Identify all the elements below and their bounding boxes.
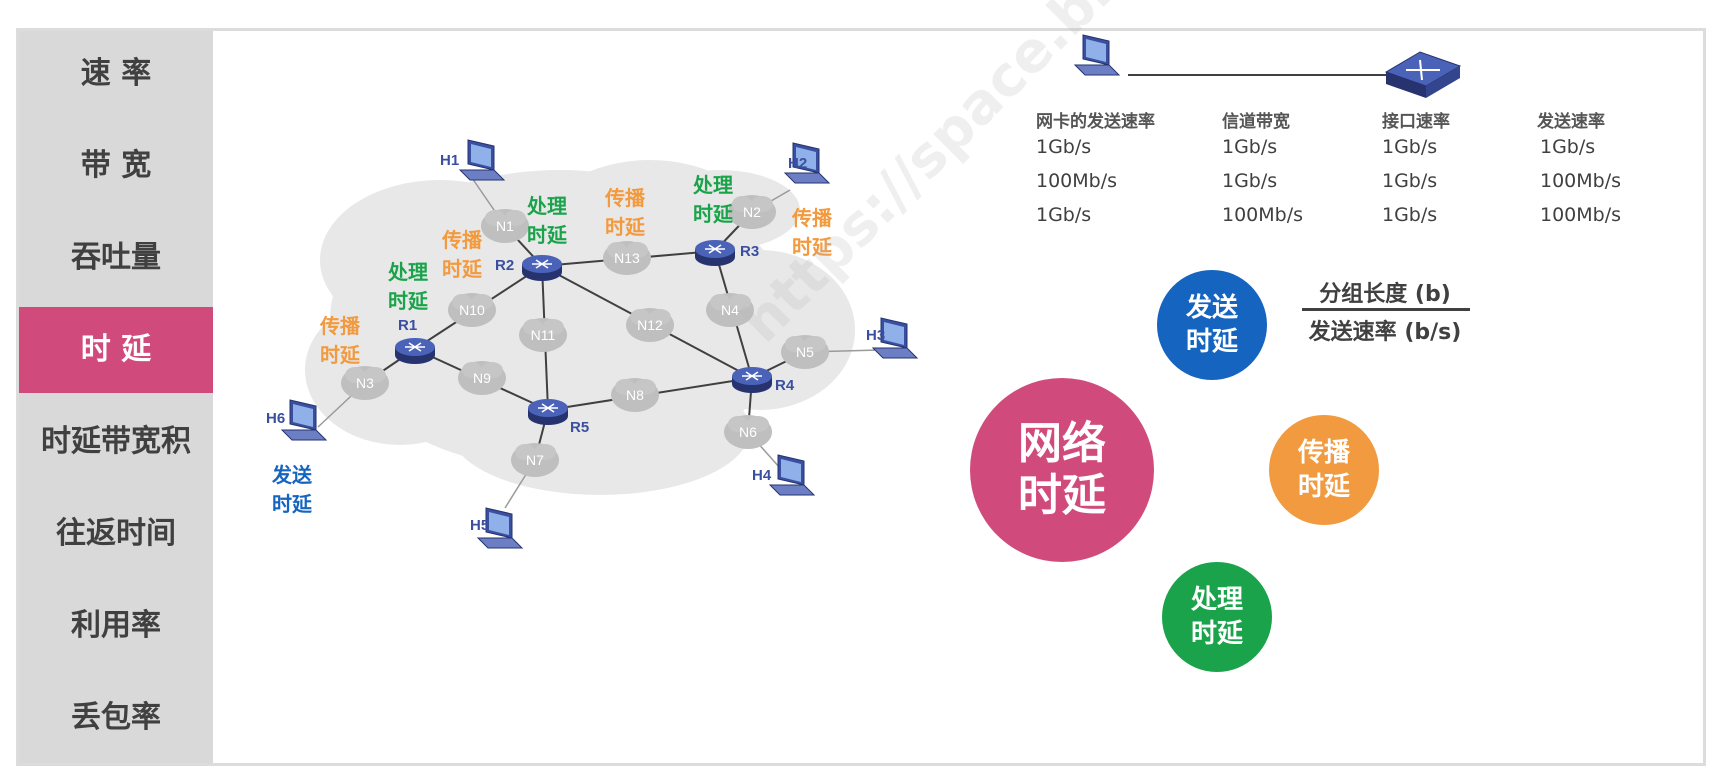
host-label-h4: H4 [752,467,772,484]
nic-switch-link [1074,34,1462,98]
host-label-h5: H5 [470,517,489,534]
formula-denominator: 发送速率 (b/s) [1308,320,1462,345]
label-propagation-n13-a: 传播 [604,187,646,210]
nic-laptop-icon [1074,34,1120,76]
table-cell: 1Gb/s [1222,170,1278,192]
table-cell: 1Gb/s [1222,136,1278,158]
sidebar-item-bandwidth[interactable]: 带 宽 [80,148,152,183]
network-delay-line1: 网络 [1018,418,1106,469]
processing-delay-line2: 时延 [1190,619,1243,649]
router-r3-icon [694,239,736,267]
table-cell: 100Mb/s [1036,170,1118,192]
table-header-send-rate: 发送速率 [1537,112,1605,132]
processing-delay-circle: 处理时延 [1162,562,1272,672]
transmission-delay-circle: 发送时延 [1157,270,1267,380]
label-processing-r1-a: 处理 [387,260,428,284]
router-r4-icon [731,366,773,394]
formula-fraction-bar [1302,308,1470,311]
table-cell: 1Gb/s [1540,136,1596,158]
sidebar: 速 率 带 宽 吞吐量 时 延 时延带宽积 往返时间 利用率 丢包率 [19,31,213,763]
sidebar-item-rtt[interactable]: 往返时间 [56,516,176,551]
network-delay-circle: 网络时延 [970,378,1154,562]
label-transmission-h6-b: 时延 [272,492,313,516]
propagation-delay-line2: 时延 [1297,472,1350,502]
label-propagation-n2-a: 传播 [791,207,833,230]
label-propagation-n10-b: 时延 [442,257,483,281]
table-cell: 100Mb/s [1222,204,1304,226]
node-label-n12: N12 [637,317,663,333]
propagation-delay-line1: 传播 [1297,438,1350,468]
node-label-n11: N11 [531,327,556,343]
transmission-delay-line1: 发送 [1185,293,1238,323]
sidebar-item-packet-loss[interactable]: 丢包率 [71,700,161,735]
propagation-delay-circle: 传播时延 [1269,415,1379,525]
node-label-n9: N9 [473,370,491,386]
label-propagation-n2-b: 时延 [792,235,833,259]
table-cell: 1Gb/s [1382,136,1438,158]
host-h1-icon [459,139,505,181]
sidebar-item-throughput[interactable]: 吞吐量 [71,240,161,275]
node-label-n10: N10 [459,302,485,318]
label-processing-r1-b: 时延 [388,289,429,313]
label-transmission-h6-a: 发送 [271,463,313,487]
content-frame [16,28,1706,766]
table-cell: 1Gb/s [1036,136,1092,158]
node-label-n2: N2 [743,204,761,220]
network-delay-line2: 时延 [1018,470,1106,521]
node-label-n1: N1 [496,218,514,234]
host-label-h1: H1 [440,152,459,169]
host-h4-icon [769,454,815,496]
label-propagation-n3-b: 时延 [320,343,361,367]
node-label-n3: N3 [356,375,374,391]
table-cell: 1Gb/s [1036,204,1092,226]
sidebar-item-delay-bandwidth-product[interactable]: 时延带宽积 [41,424,191,459]
label-processing-r2-b: 时延 [527,223,568,247]
processing-delay-line1: 处理 [1190,585,1243,615]
transmission-delay-line2: 时延 [1185,327,1238,357]
router-label-r4: R4 [775,377,795,394]
host-label-h6: H6 [266,410,285,427]
table-cell: 100Mb/s [1540,170,1622,192]
switch-icon [1384,51,1462,98]
node-label-n6: N6 [739,424,757,440]
router-r5-icon [527,398,569,426]
label-processing-r2-a: 处理 [526,194,567,218]
sidebar-item-delay[interactable]: 时 延 [19,307,213,393]
formula-numerator: 分组长度 (b) [1319,282,1451,307]
label-propagation-n10-a: 传播 [441,229,483,252]
sidebar-item-utilization[interactable]: 利用率 [71,608,161,643]
table-cell: 1Gb/s [1382,204,1438,226]
label-processing-r3-b: 时延 [693,202,734,226]
node-label-n8: N8 [626,387,644,403]
network-cloud [305,160,855,495]
host-label-h2: H2 [788,155,807,172]
label-propagation-n3-a: 传播 [319,315,361,338]
node-label-n13: N13 [614,250,640,266]
router-r1-icon [394,337,436,365]
node-label-n4: N4 [721,302,739,318]
router-r2-icon [521,254,563,282]
host-label-h3: H3 [866,327,885,344]
label-processing-r3-a: 处理 [692,173,733,197]
node-label-n7: N7 [526,452,544,468]
node-label-n5: N5 [796,344,814,360]
table-header-channel-bandwidth: 信道带宽 [1222,112,1290,132]
table-header-nic-rate: 网卡的发送速率 [1036,112,1155,132]
table-header-interface-rate: 接口速率 [1382,112,1450,132]
table-cell: 1Gb/s [1382,170,1438,192]
router-label-r1: R1 [398,317,417,334]
label-propagation-n13-b: 时延 [605,215,646,239]
router-label-r3: R3 [740,243,759,260]
router-label-r5: R5 [570,419,589,436]
sidebar-item-rate[interactable]: 速 率 [80,56,152,91]
router-label-r2: R2 [495,257,514,274]
table-cell: 100Mb/s [1540,204,1622,226]
